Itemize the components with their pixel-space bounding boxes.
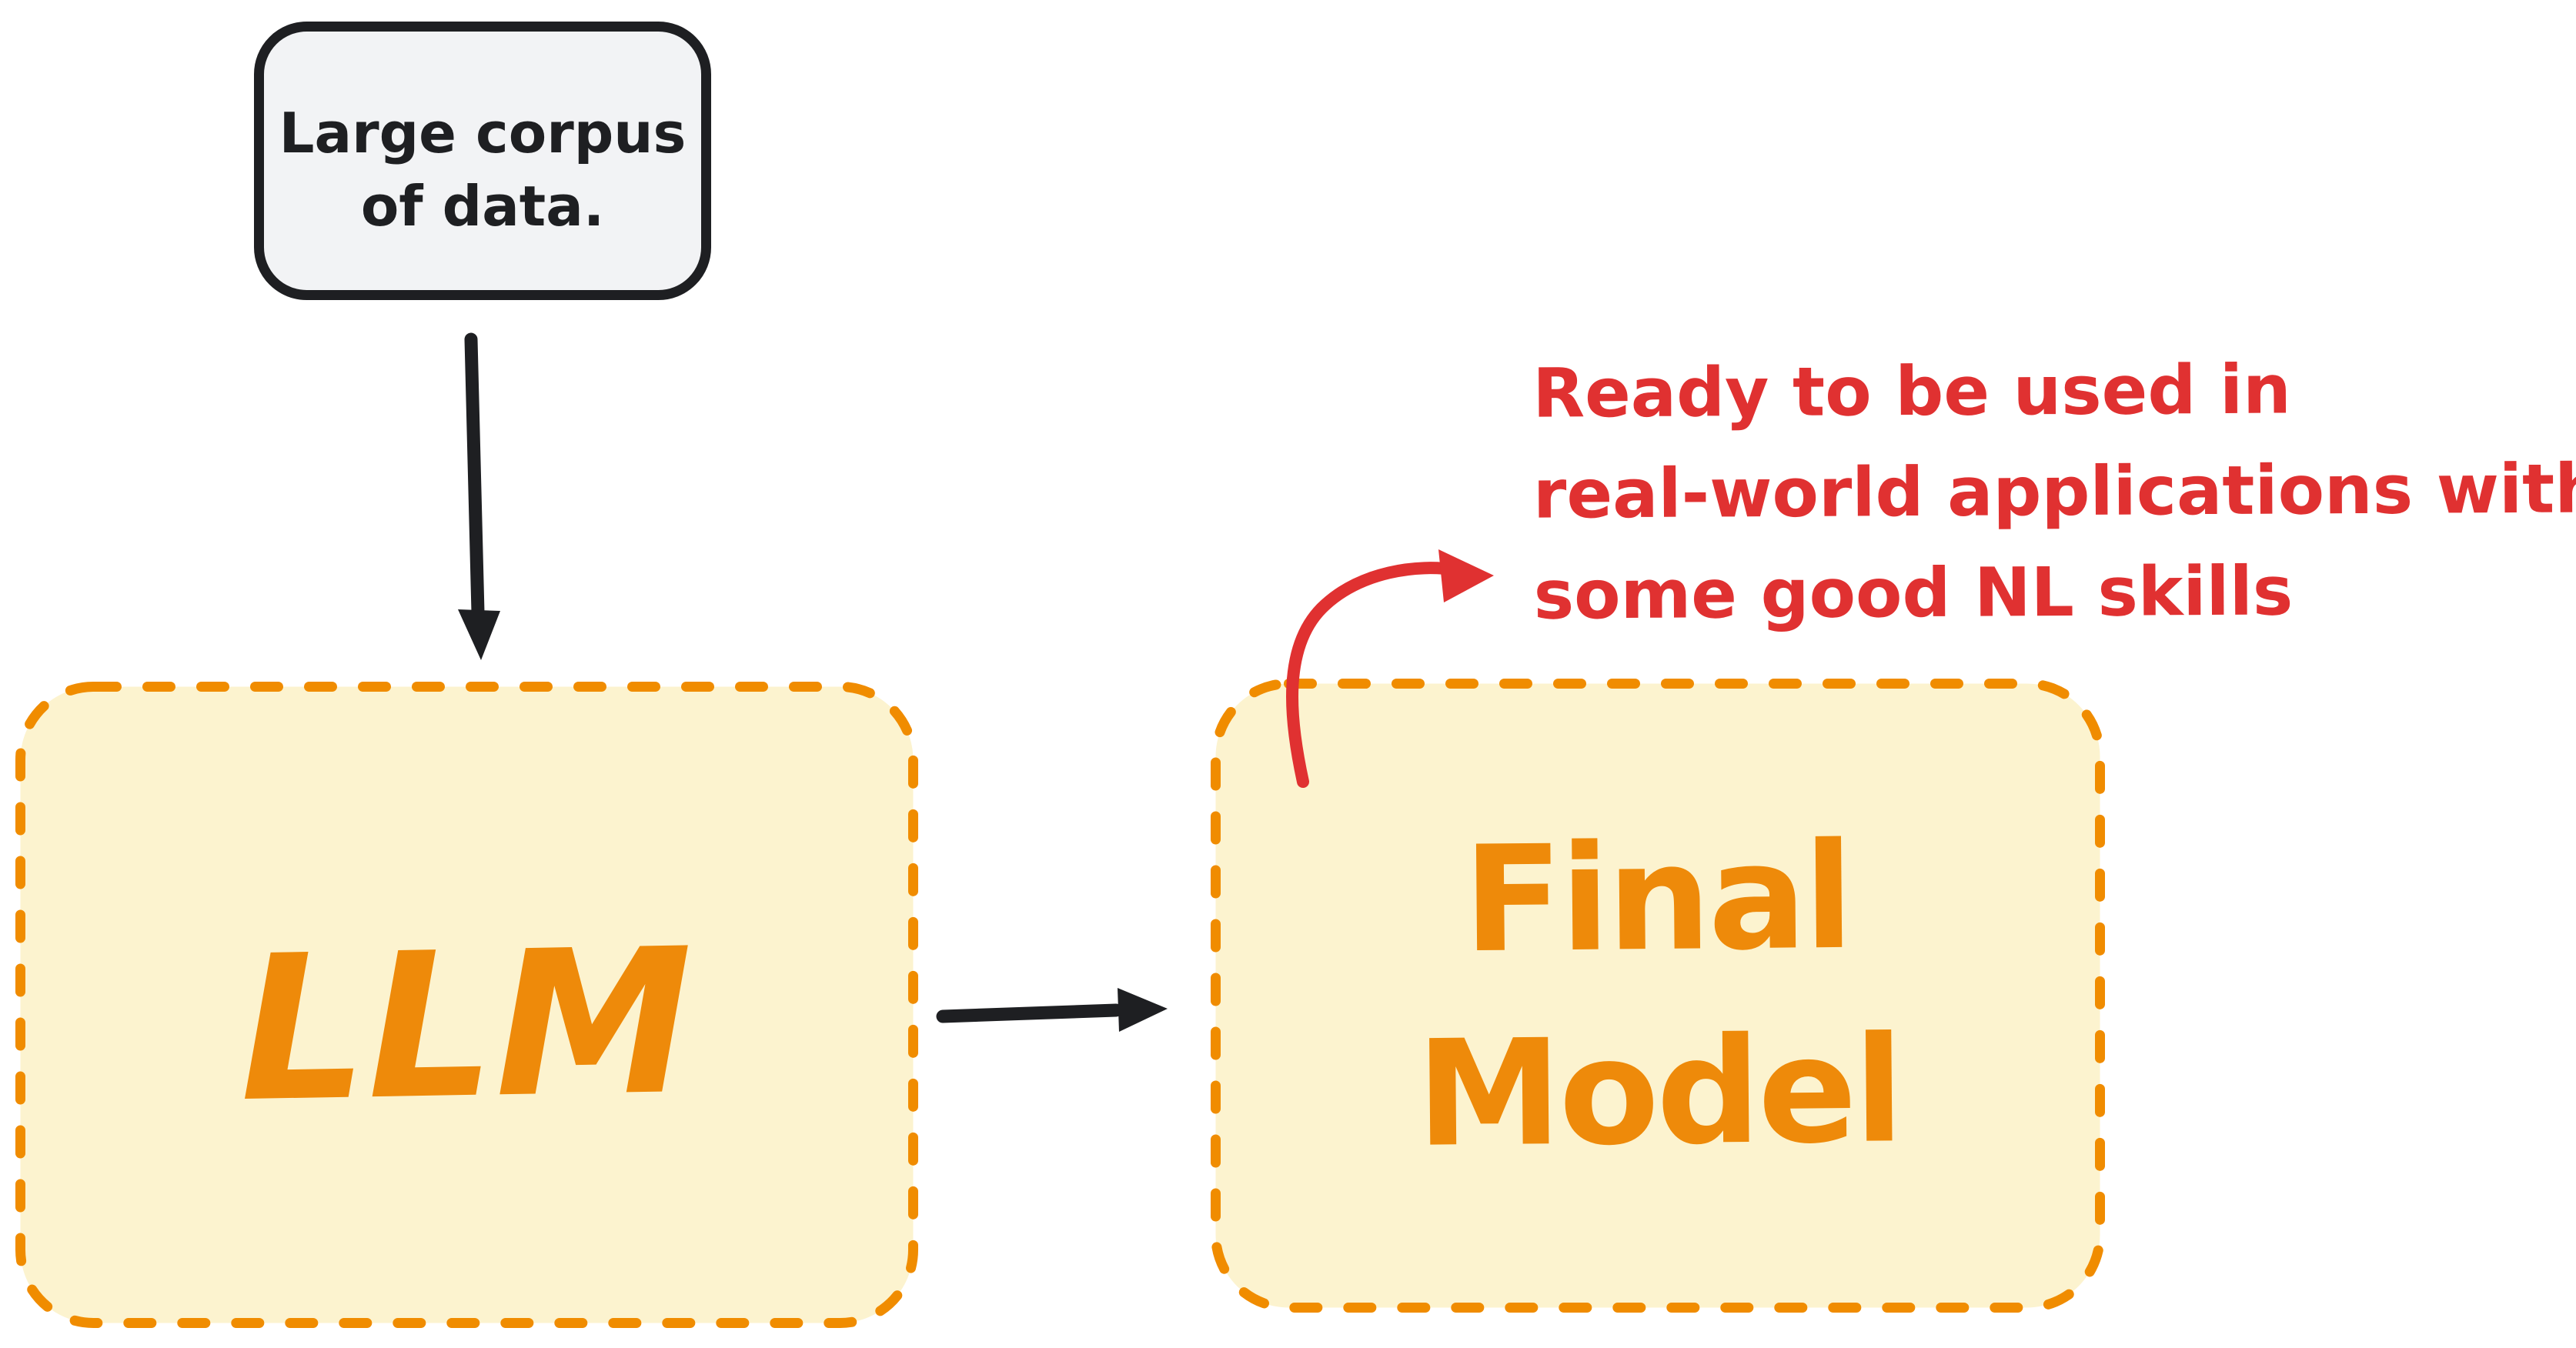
llm-box-label: LLM <box>237 906 696 1147</box>
annotation-text: Ready to be used in real-world applicati… <box>1532 337 2576 645</box>
corpus-label-line-1: Large corpus <box>279 101 687 165</box>
final-model-box-shape <box>1211 679 2105 1313</box>
arrow-down-head-icon <box>458 609 500 660</box>
annotation-line-3: some good NL skills <box>1533 551 2294 635</box>
arrow-right-connector <box>936 988 1168 1032</box>
corpus-box <box>254 22 711 300</box>
red-curved-arrow-line <box>1286 562 1463 788</box>
final-label-line-2: Model <box>1415 1005 1902 1180</box>
arrow-down-connector <box>458 332 500 660</box>
annotation-line-1: Ready to be used in <box>1532 349 2292 433</box>
corpus-box-shape <box>254 22 711 300</box>
llm-box-shape <box>15 682 918 1328</box>
final-label-line-1: Final <box>1462 811 1852 986</box>
red-curved-arrow-head-icon <box>1438 549 1494 602</box>
red-curved-arrow-connector <box>1286 549 1494 788</box>
arrow-right-line <box>936 1003 1123 1023</box>
final-model-box <box>1211 679 2105 1313</box>
corpus-box-label: Large corpus of data. <box>259 35 707 305</box>
arrow-right-head-icon <box>1118 988 1168 1032</box>
final-model-box-label: Final Model <box>1212 679 2103 1312</box>
annotation-line-2: real-world applications with <box>1532 449 2576 534</box>
arrow-down-line <box>464 332 485 619</box>
corpus-label-line-2: of data. <box>360 174 605 239</box>
llm-box <box>15 682 918 1328</box>
